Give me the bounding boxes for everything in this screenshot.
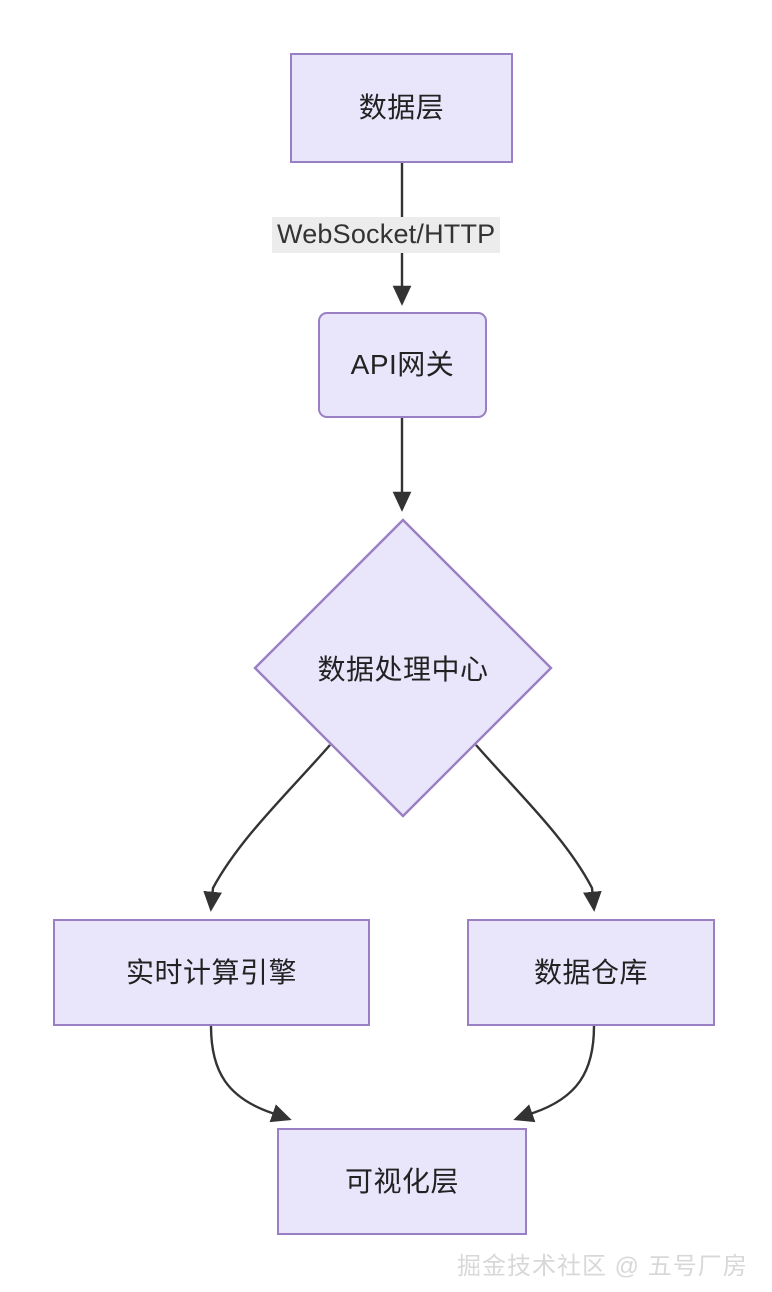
node-processing-hub[interactable]: 数据处理中心 <box>253 518 553 818</box>
edge-label-text: WebSocket/HTTP <box>277 219 496 249</box>
node-visualization[interactable]: 可视化层 <box>277 1128 527 1235</box>
edge-label-websocket-http: WebSocket/HTTP <box>272 217 501 253</box>
edge-data-warehouse-to-visualization <box>513 1025 596 1123</box>
edge-processing-hub-to-realtime-engine <box>203 744 331 912</box>
node-data-layer[interactable]: 数据层 <box>290 53 513 163</box>
node-api-gateway-label: API网关 <box>350 349 455 381</box>
node-api-gateway[interactable]: API网关 <box>318 312 487 418</box>
node-processing-hub-label: 数据处理中心 <box>317 654 489 685</box>
node-data-warehouse[interactable]: 数据仓库 <box>467 919 715 1026</box>
node-visualization-label: 可视化层 <box>344 1165 459 1197</box>
watermark: 掘金技术社区 @ 五号厂房 <box>457 1253 748 1280</box>
edge-realtime-engine-to-visualization <box>209 1025 292 1123</box>
node-realtime-engine-label: 实时计算引擎 <box>125 956 297 988</box>
node-data-warehouse-label: 数据仓库 <box>533 956 648 988</box>
diamond-shape <box>253 518 553 818</box>
node-data-layer-label: 数据层 <box>358 92 445 124</box>
edge-processing-hub-to-data-warehouse <box>475 744 602 912</box>
node-realtime-engine[interactable]: 实时计算引擎 <box>53 919 370 1026</box>
